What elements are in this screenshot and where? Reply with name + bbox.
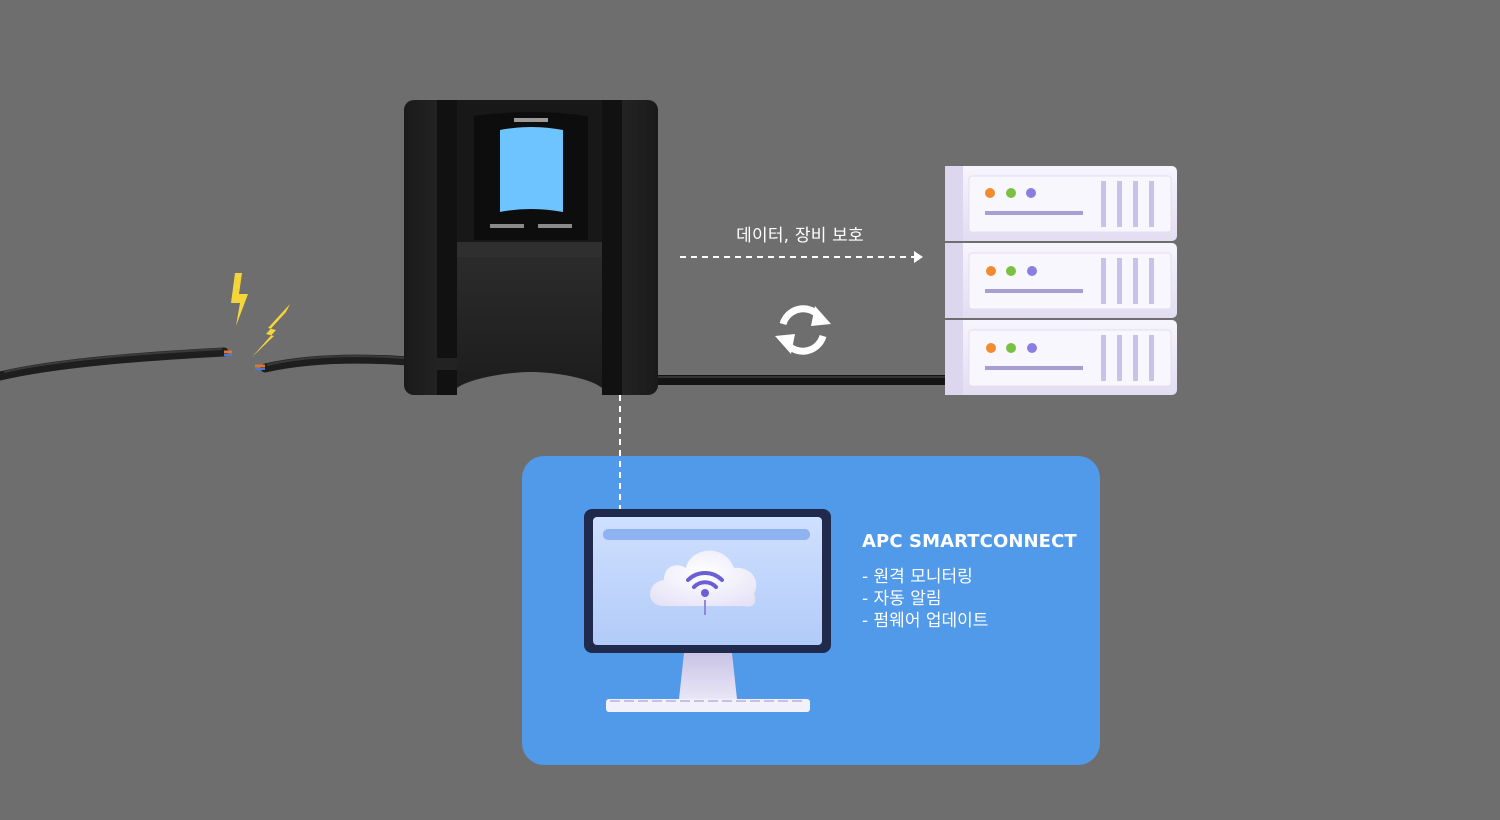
smartconnect-title: APC SMARTCONNECT bbox=[862, 531, 1077, 552]
server-rack-icon bbox=[945, 166, 1177, 395]
server-unit bbox=[945, 320, 1177, 395]
power-cable bbox=[0, 347, 425, 381]
server-unit bbox=[945, 166, 1177, 241]
monitor-icon bbox=[584, 509, 831, 712]
protection-label: 데이터, 장비 보호 bbox=[736, 226, 864, 246]
cloud-wifi-icon bbox=[650, 550, 757, 615]
server-cable bbox=[650, 375, 950, 385]
feature-item: - 자동 알림 bbox=[862, 589, 942, 609]
sync-arrows-icon bbox=[775, 305, 831, 355]
ups-device-icon bbox=[404, 100, 658, 395]
lightning-bolt-icon bbox=[231, 273, 290, 357]
feature-item: - 펌웨어 업데이트 bbox=[862, 611, 989, 631]
server-unit bbox=[945, 243, 1177, 318]
feature-list: - 원격 모니터링 - 자동 알림 - 펌웨어 업데이트 bbox=[862, 566, 988, 632]
feature-item: - 원격 모니터링 bbox=[862, 567, 973, 587]
protection-arrow bbox=[680, 251, 923, 263]
